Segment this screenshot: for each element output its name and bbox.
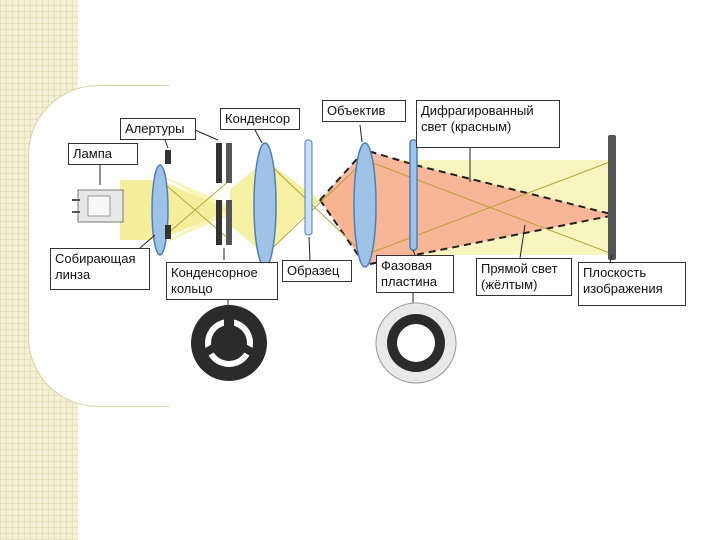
diffracted-light-beams [319, 148, 616, 267]
ray-lines [159, 159, 616, 256]
phase-plate [409, 139, 418, 251]
diffracted-light-label: Дифрагированный свет (красным) [416, 100, 560, 148]
apertures-label: Алертуры [120, 118, 196, 140]
lamp-label: Лампа [68, 143, 138, 165]
collecting-lens-label: Собирающая линза [50, 248, 150, 290]
condenser-ring-illustration [191, 305, 267, 381]
condenser-lens [253, 142, 277, 268]
lamp [72, 189, 124, 223]
specimen-slide [304, 139, 313, 236]
condenser-annulus [216, 143, 232, 245]
collecting-lens [151, 164, 169, 256]
image-plane-label: Плоскость изображения [578, 262, 686, 306]
phase-plate-label: Фазовая пластина [376, 255, 454, 293]
phase-plate-illustration [375, 302, 457, 384]
beam-lamp-to-lens [120, 180, 230, 240]
aperture-top [165, 150, 171, 164]
aperture-bottom [165, 225, 171, 239]
direct-light-label: Прямой свет (жёлтым) [476, 258, 572, 296]
leader-lines [99, 124, 613, 310]
objective-lens [353, 142, 377, 268]
condenser-ring-label: Конденсорное кольцо [166, 262, 278, 300]
condenser-label: Конденсор [220, 108, 300, 130]
specimen-label: Образец [282, 260, 352, 282]
diffracted-ray-lower [319, 199, 616, 267]
image-plane [608, 135, 616, 260]
beam-condenser-to-specimen [265, 160, 320, 255]
objective-label: Объектив [322, 100, 406, 122]
diffracted-cone [320, 150, 615, 265]
diffracted-ray-upper [319, 148, 616, 216]
